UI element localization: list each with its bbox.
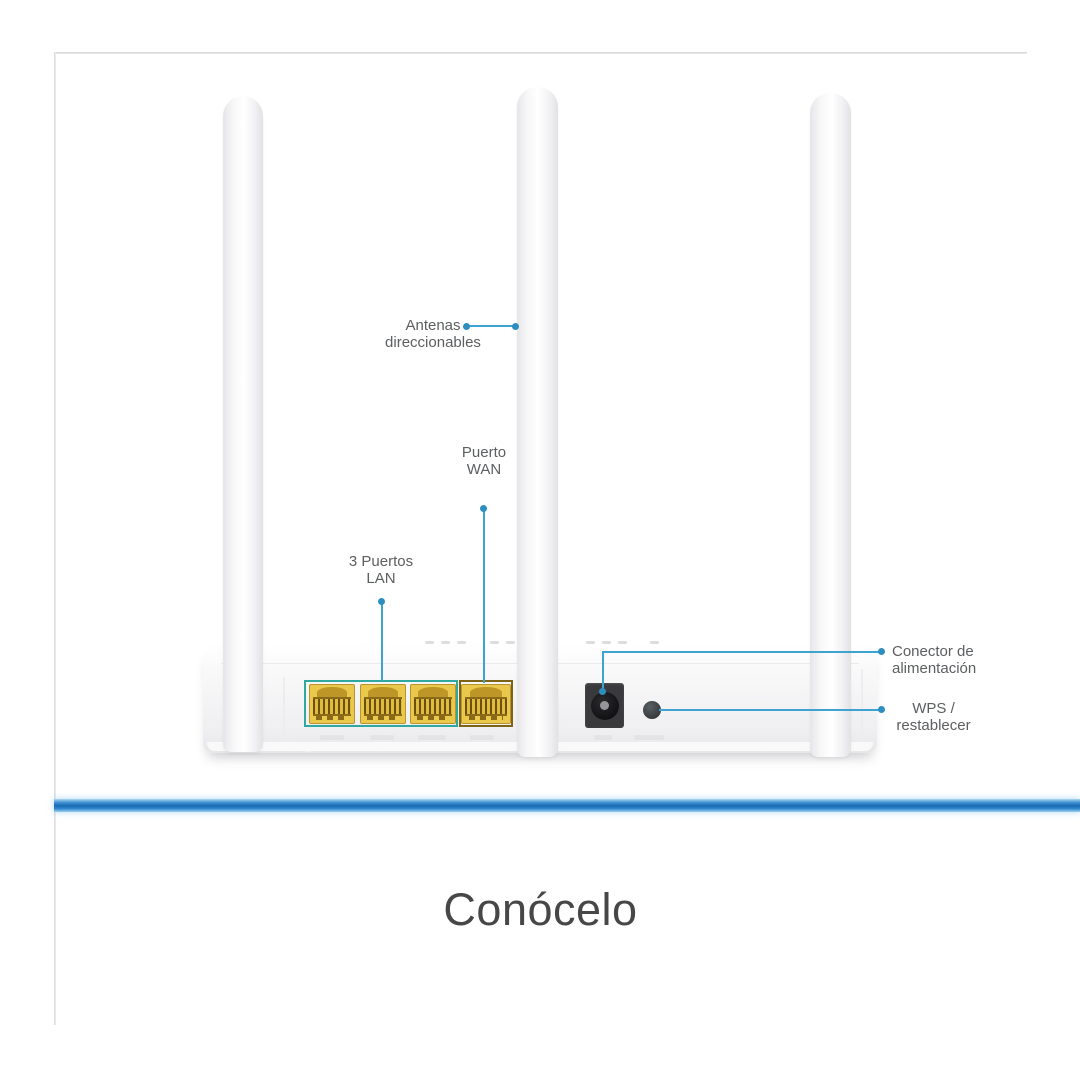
leader-line-wps [659, 709, 882, 711]
rj45-pins [465, 697, 507, 716]
lan-port-3 [410, 684, 456, 724]
leader-line-power-vertical [602, 652, 604, 694]
port-engraving [370, 735, 394, 740]
leader-dot [378, 598, 385, 605]
label-power-line1: Conector de [892, 643, 974, 660]
led-mark [618, 641, 627, 644]
rj45-feet [417, 716, 449, 720]
lan-ports-highlight-box [304, 680, 458, 727]
led-mark [650, 641, 659, 644]
power-jack-pin [600, 701, 609, 710]
rj45-dome [469, 687, 503, 698]
rj45-feet [468, 716, 504, 720]
rj45-feet [367, 716, 399, 720]
label-antennas: Antenas direccionables [360, 317, 506, 351]
antenna-middle [517, 87, 558, 757]
wps-reset-button [643, 701, 661, 719]
label-power: Conector de alimentación [892, 643, 1007, 677]
leader-dot [512, 323, 519, 330]
port-engraving [594, 735, 612, 740]
leader-dot [878, 706, 885, 713]
port-engraving [634, 735, 664, 740]
section-title: Conócelo [443, 884, 638, 935]
rj45-pins [414, 697, 452, 716]
led-mark [490, 641, 499, 644]
leader-dot [480, 505, 487, 512]
wan-port [461, 684, 511, 724]
antenna-left [223, 96, 263, 752]
leader-dot [599, 688, 606, 695]
label-wan: Puerto WAN [444, 444, 524, 478]
card-left-border [54, 52, 56, 1025]
label-wan-line2: WAN [466, 461, 502, 478]
led-mark [586, 641, 595, 644]
rj45-dome [317, 687, 347, 698]
leader-dot [463, 323, 470, 330]
label-power-line2: alimentación [892, 660, 977, 677]
label-lan-line2: LAN [366, 570, 396, 587]
label-wps-line2: restablecer [896, 717, 971, 734]
section-divider [54, 799, 1080, 812]
rj45-dome [418, 687, 448, 698]
lan-port-1 [309, 684, 355, 724]
leader-line-power-horizontal [602, 651, 882, 653]
port-engraving [470, 735, 494, 740]
card-top-border [54, 52, 1027, 54]
led-mark [425, 641, 434, 644]
leader-line-antennas [467, 325, 517, 327]
rj45-dome [368, 687, 398, 698]
led-mark [457, 641, 466, 644]
lan-port-2 [360, 684, 406, 724]
label-wps: WPS / restablecer [886, 700, 981, 734]
label-antennas-line1: Antenas [405, 317, 461, 334]
label-lan: 3 Puertos LAN [331, 553, 431, 587]
base-molding-right [841, 669, 863, 755]
leader-dot [878, 648, 885, 655]
led-mark [602, 641, 611, 644]
port-engraving [320, 735, 344, 740]
port-engraving [418, 735, 446, 740]
label-lan-line1: 3 Puertos [348, 553, 414, 570]
leader-line-wan [483, 508, 485, 683]
wan-port-highlight-box [459, 680, 513, 727]
label-wps-line1: WPS / [912, 700, 955, 717]
leader-line-lan [381, 601, 383, 681]
label-antennas-line2: direccionables [385, 334, 481, 351]
rj45-pins [364, 697, 402, 716]
led-mark [506, 641, 515, 644]
led-mark [441, 641, 450, 644]
label-wan-line1: Puerto [461, 444, 507, 461]
antenna-right [810, 93, 851, 757]
rj45-pins [313, 697, 351, 716]
rj45-feet [316, 716, 348, 720]
